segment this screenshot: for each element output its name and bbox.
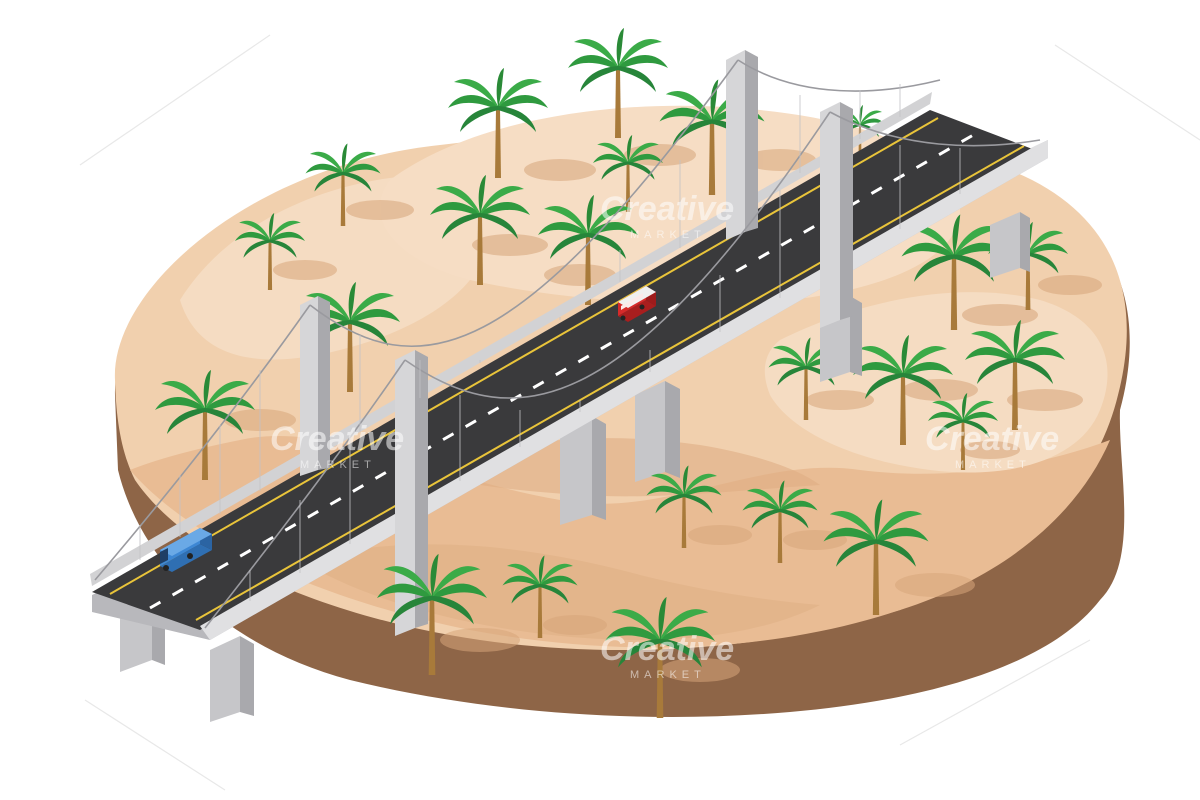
watermark: Creative MARKET — [600, 630, 734, 681]
watermark: Creative MARKET — [600, 190, 734, 241]
delivery-van-icon — [160, 528, 212, 572]
watermark: Creative MARKET — [270, 420, 404, 471]
svg-text:MARKET: MARKET — [630, 669, 706, 681]
svg-text:MARKET: MARKET — [630, 229, 706, 241]
svg-text:Creative: Creative — [0, 630, 94, 668]
watermark-lines — [79, 34, 1200, 791]
svg-text:Creative: Creative — [925, 420, 1059, 458]
bus-icon — [618, 286, 656, 322]
suspension-bridge — [90, 50, 1048, 722]
watermark: Creative MARKET — [0, 195, 94, 246]
svg-text:MARKET: MARKET — [300, 21, 376, 33]
svg-text:MARKET: MARKET — [955, 21, 1031, 33]
watermark: Creative MARKET — [925, 420, 1059, 471]
hanger-lines — [139, 84, 961, 601]
watermark: Creative MARKET — [270, 0, 404, 33]
watermarks: Creative MARKET Creative MARKET Creative… — [0, 0, 1059, 681]
svg-text:MARKET: MARKET — [955, 459, 1031, 471]
watermark: Creative MARKET — [0, 630, 94, 681]
svg-text:MARKET: MARKET — [0, 234, 66, 246]
palm-shadows — [224, 144, 1102, 682]
svg-text:MARKET: MARKET — [0, 669, 66, 681]
svg-text:Creative: Creative — [270, 0, 404, 20]
bridge-towers — [300, 50, 853, 636]
svg-text:Creative: Creative — [270, 420, 404, 458]
svg-text:Creative: Creative — [925, 0, 1059, 20]
svg-text:Creative: Creative — [600, 630, 734, 668]
suspension-cables — [94, 59, 1041, 629]
svg-text:Creative: Creative — [600, 190, 734, 228]
lane-marking — [149, 128, 983, 610]
svg-text:Creative: Creative — [0, 195, 94, 233]
svg-text:MARKET: MARKET — [300, 459, 376, 471]
watermark: Creative MARKET — [925, 0, 1059, 33]
